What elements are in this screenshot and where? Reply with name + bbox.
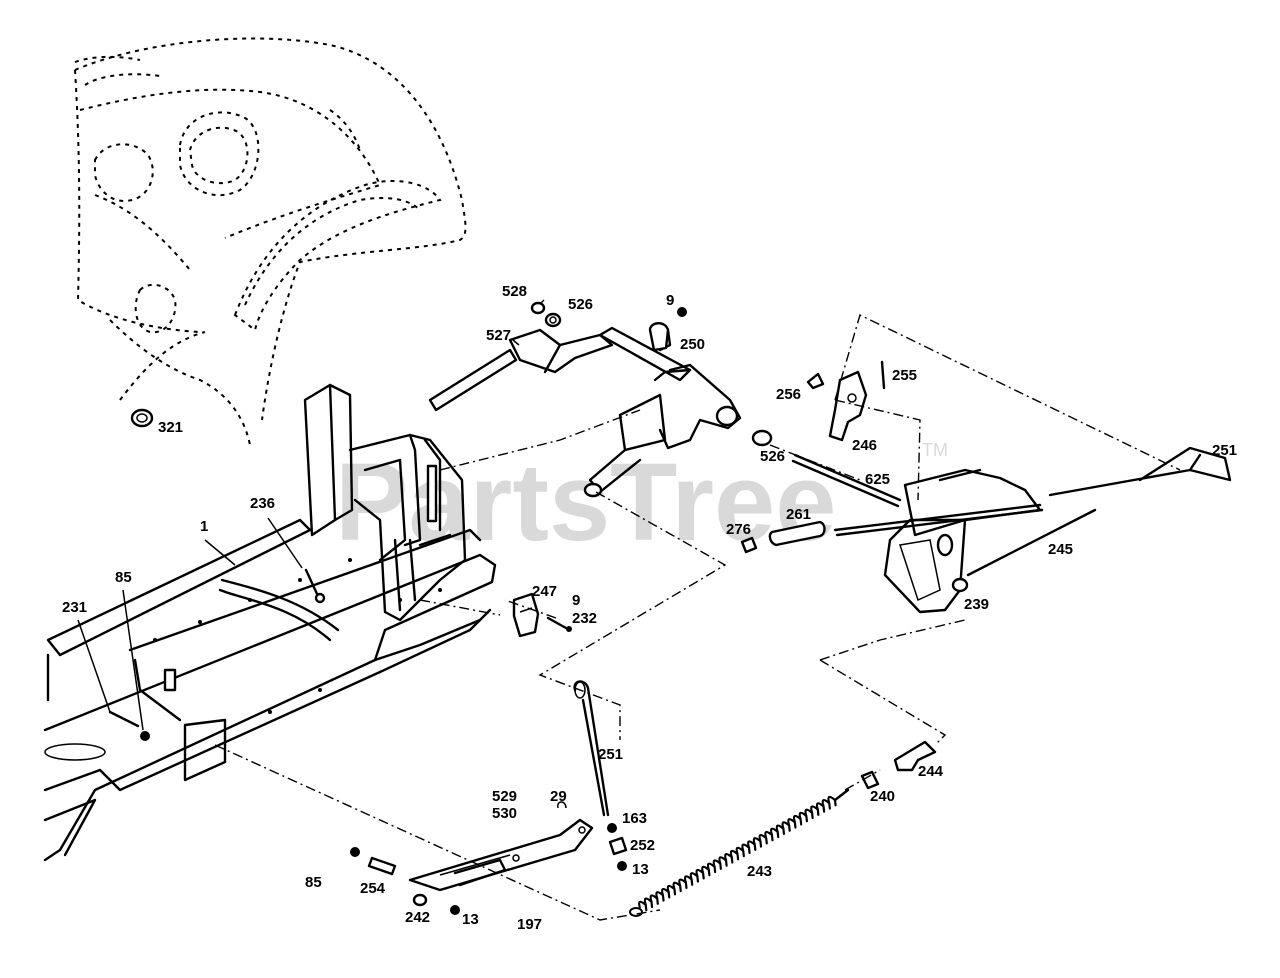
spring-hook-end xyxy=(833,788,850,802)
callout-244: 244 xyxy=(918,763,944,780)
part-276-bushing xyxy=(740,536,758,554)
part-321-plug xyxy=(130,408,154,428)
fender-phantom-outline xyxy=(74,37,467,446)
part-13-nut-lower xyxy=(450,905,460,915)
callout-85-upper: 85 xyxy=(115,569,132,586)
callout-13-right: 13 xyxy=(632,861,649,878)
callout-256: 256 xyxy=(776,386,801,403)
part-239-bushing xyxy=(951,577,969,593)
part-197-pad xyxy=(453,858,507,887)
callout-252: 252 xyxy=(630,837,655,854)
part-232-pin xyxy=(546,616,572,632)
part-526-bushing-upper xyxy=(544,312,562,328)
callout-236: 236 xyxy=(250,495,275,512)
callout-526-lower: 526 xyxy=(760,448,785,465)
callout-13-lower: 13 xyxy=(462,911,479,928)
callout-527: 527 xyxy=(486,327,511,344)
part-256-spring-clip xyxy=(806,372,825,390)
part-13-nut-right xyxy=(617,861,627,871)
callout-246: 246 xyxy=(852,437,877,454)
callout-321: 321 xyxy=(158,419,183,436)
callout-243: 243 xyxy=(747,863,772,880)
part-247-clip xyxy=(512,592,540,638)
callout-261: 261 xyxy=(786,506,811,523)
part-85-nut-upper xyxy=(140,731,150,741)
callout-29: 29 xyxy=(550,788,567,805)
part-231-bolt xyxy=(108,710,140,728)
lift-pedal-housing xyxy=(833,468,1044,614)
part-236-bolt xyxy=(304,568,326,604)
part-240-spacer xyxy=(860,770,880,790)
part-242-washer xyxy=(412,893,428,907)
part-251-link-rod-lower xyxy=(573,680,610,817)
callout-1: 1 xyxy=(200,518,208,535)
part-246-bracket xyxy=(828,370,868,442)
callout-276: 276 xyxy=(726,521,751,538)
frame-upright-bracket xyxy=(303,383,467,622)
part-244-hook xyxy=(893,740,937,772)
callout-530: 530 xyxy=(492,805,517,822)
callout-251-upper: 251 xyxy=(1212,442,1237,459)
callout-leader-lines xyxy=(77,299,545,731)
callout-251-lower: 251 xyxy=(598,746,623,763)
callout-231: 231 xyxy=(62,599,87,616)
part-528-washer xyxy=(530,301,546,315)
callout-528: 528 xyxy=(502,283,527,300)
part-261-tube xyxy=(768,520,826,547)
part-250-lift-shaft xyxy=(583,322,742,498)
part-163-nut xyxy=(607,823,617,833)
part-255-pin xyxy=(880,360,886,390)
callout-9-upper: 9 xyxy=(666,292,674,309)
part-251-lift-rod-upper xyxy=(1048,446,1232,497)
part-85-nut-lower xyxy=(350,847,360,857)
callout-625: 625 xyxy=(865,471,890,488)
callout-242: 242 xyxy=(405,909,430,926)
part-527-lift-arm xyxy=(428,328,614,412)
callout-239: 239 xyxy=(964,596,989,613)
callout-197: 197 xyxy=(517,916,542,933)
part-625-rod xyxy=(791,453,902,508)
part-252-clip xyxy=(608,836,628,856)
callout-163: 163 xyxy=(622,810,647,827)
callout-245: 245 xyxy=(1048,541,1073,558)
spring-coil-path xyxy=(638,795,837,912)
part-254-bolt xyxy=(367,856,397,876)
callout-255: 255 xyxy=(892,367,917,384)
part-29-clip xyxy=(557,801,567,809)
callout-526-upper: 526 xyxy=(568,296,593,313)
callout-254: 254 xyxy=(360,880,386,897)
callout-250: 250 xyxy=(680,336,705,353)
callout-labels: 321 528 526 9 527 250 256 255 246 526 62… xyxy=(62,283,1237,933)
assembly-guide-lines xyxy=(214,314,1181,921)
part-9-nut-upper xyxy=(677,307,687,317)
callout-240: 240 xyxy=(870,788,895,805)
callout-85-lower: 85 xyxy=(305,874,322,891)
callout-232: 232 xyxy=(572,610,597,627)
part-526-bushing-lower xyxy=(751,429,773,447)
part-243-spring xyxy=(629,788,850,917)
part-529-530-lever-arm xyxy=(408,818,594,892)
part-245-rod xyxy=(966,508,1097,577)
part-1-main-frame xyxy=(43,518,497,862)
callout-529: 529 xyxy=(492,788,517,805)
callout-247: 247 xyxy=(532,583,557,600)
watermark-trademark: TM xyxy=(922,440,948,460)
callout-9-middle: 9 xyxy=(572,592,580,609)
